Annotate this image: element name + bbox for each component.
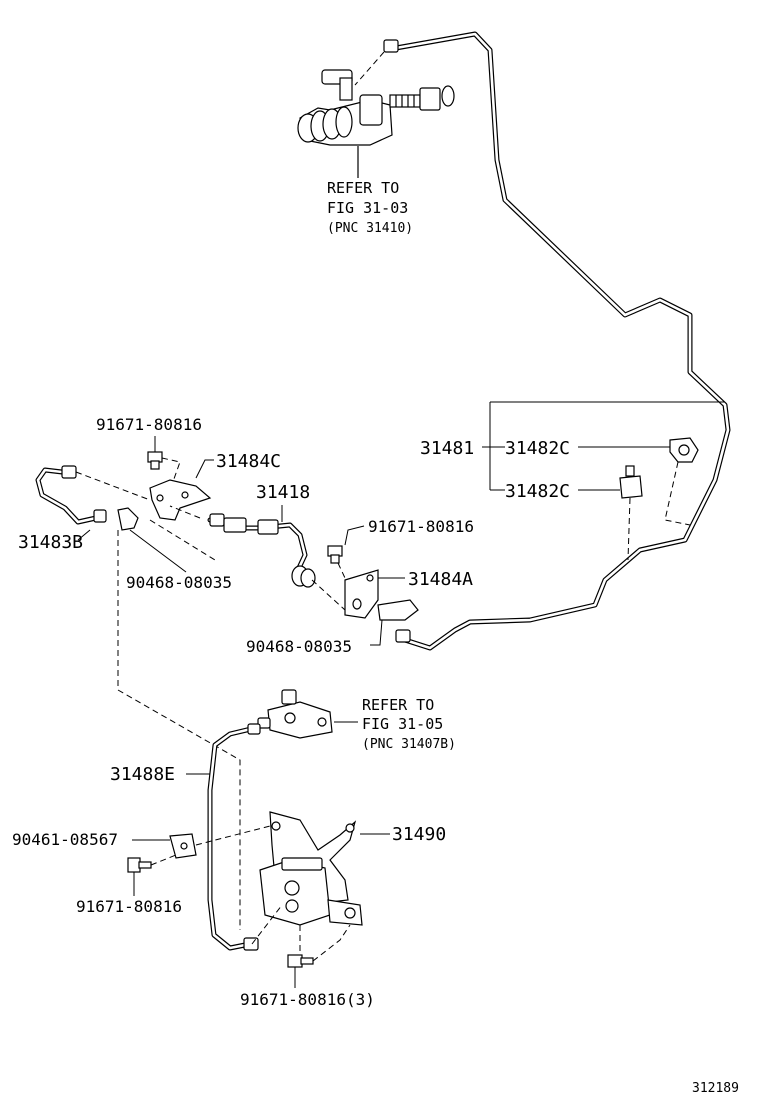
clip-90468-left bbox=[117, 507, 139, 531]
refer-to-line1-top: REFER TO bbox=[327, 179, 399, 197]
part-label-31481: 31481 bbox=[420, 438, 474, 459]
refer-to-fig-top: FIG 31-03 bbox=[327, 199, 408, 217]
refer-to-line1-mid: REFER TO bbox=[362, 696, 434, 714]
part-label-31482c-top: 31482C bbox=[505, 438, 570, 459]
bolt-top bbox=[147, 451, 163, 470]
part-label-31484c: 31484C bbox=[216, 451, 281, 472]
bracket-31484c bbox=[149, 479, 212, 521]
clutch-master-cylinder bbox=[297, 51, 455, 178]
part-label-31483b: 31483B bbox=[18, 532, 83, 553]
clamp-90461 bbox=[169, 833, 197, 859]
clutch-valve-body bbox=[259, 857, 363, 926]
refer-to-pnc-top: (PNC 31410) bbox=[327, 221, 413, 236]
tube-31488e bbox=[207, 723, 261, 951]
part-label-bolt-mid: 91671-80816 bbox=[368, 517, 474, 536]
tube-clip-31482c-top bbox=[669, 437, 699, 463]
part-label-31482c-bottom: 31482C bbox=[505, 481, 570, 502]
part-label-31418: 31418 bbox=[256, 482, 310, 503]
flex-hose-31418 bbox=[207, 513, 316, 588]
bolt-bottom bbox=[287, 954, 314, 968]
part-label-31488e: 31488E bbox=[110, 764, 175, 785]
part-label-clip-mid: 90468-08035 bbox=[246, 637, 352, 656]
clutch-tube-31481 bbox=[383, 31, 731, 651]
part-label-clamp: 90461-08567 bbox=[12, 830, 118, 849]
part-label-clip-left: 90468-08035 bbox=[126, 573, 232, 592]
clip-90468-mid bbox=[377, 599, 419, 621]
tube-callout-bracket bbox=[482, 401, 725, 491]
part-label-bolt-bottom: 91671-80816(3) bbox=[240, 990, 375, 1009]
tube-clip-31482c-bottom bbox=[619, 465, 643, 499]
bolt-lower bbox=[127, 857, 152, 873]
refer-to-pnc-mid: (PNC 31407B) bbox=[362, 737, 456, 752]
bracket-31484a bbox=[344, 569, 379, 619]
refer-to-fig-mid: FIG 31-05 bbox=[362, 715, 443, 733]
bolt-mid bbox=[327, 545, 343, 564]
tube-31483b bbox=[35, 465, 107, 525]
figure-number: 312189 bbox=[692, 1081, 739, 1096]
part-label-bolt-lower: 91671-80816 bbox=[76, 897, 182, 916]
part-label-31484a: 31484A bbox=[408, 569, 473, 590]
junction-block bbox=[257, 689, 333, 739]
part-label-31490: 31490 bbox=[392, 824, 446, 845]
part-label-bolt-top: 91671-80816 bbox=[96, 415, 202, 434]
